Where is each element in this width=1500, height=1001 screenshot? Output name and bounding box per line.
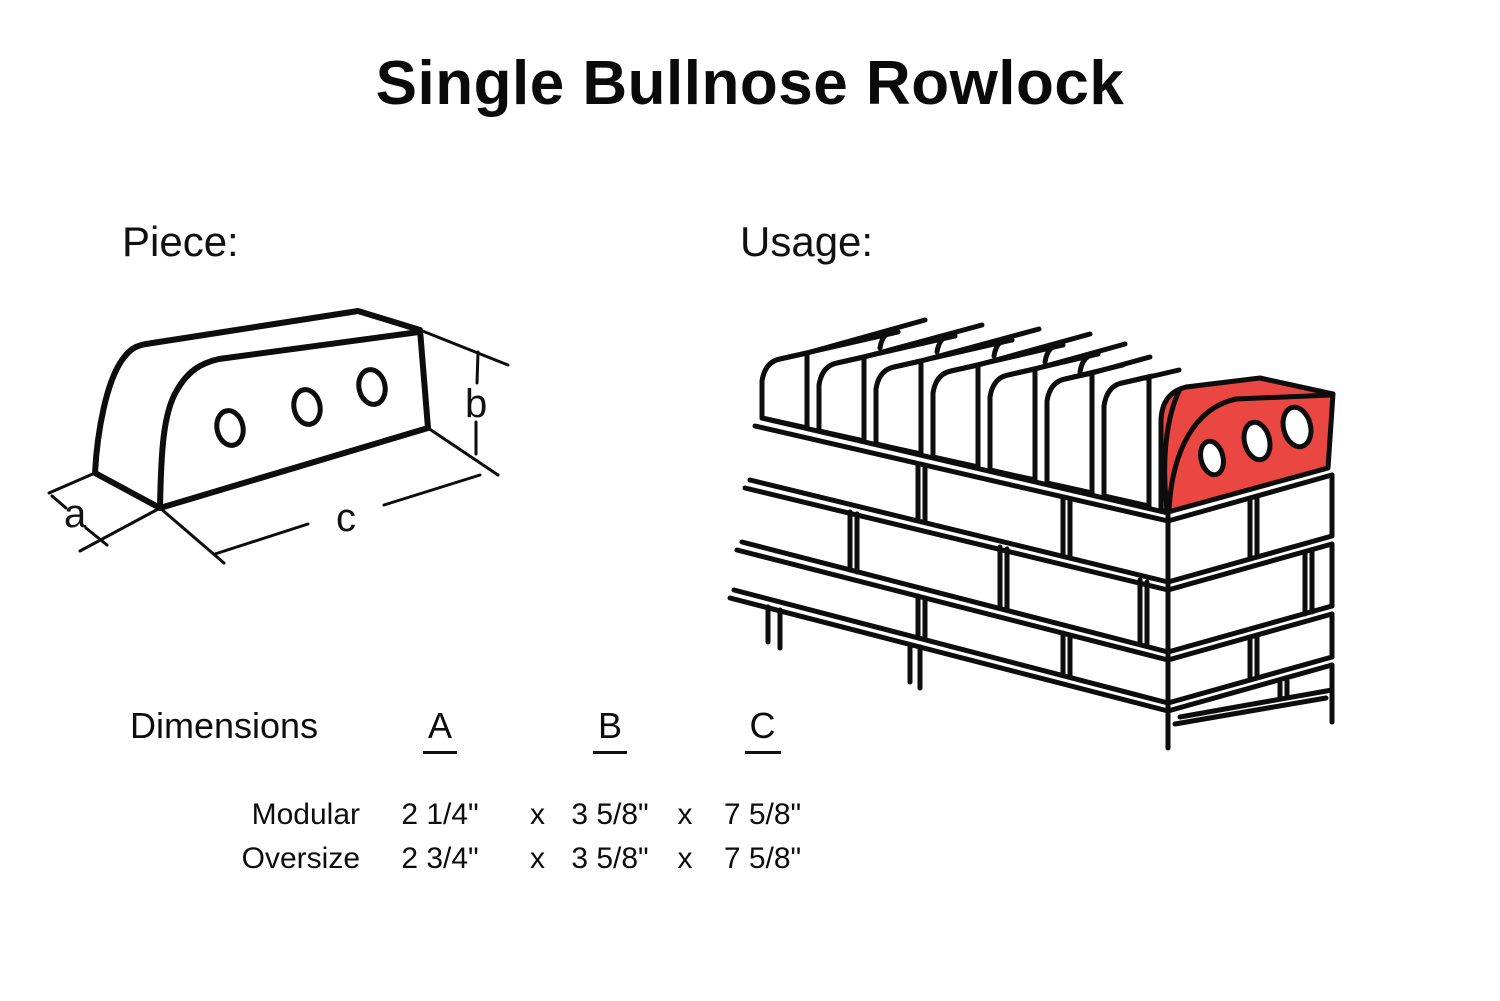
page-title: Single Bullnose Rowlock [375, 49, 1125, 118]
row-label-oversize: Oversize [241, 842, 360, 875]
separator-x: x [530, 842, 545, 875]
piece-section-heading: Piece: [122, 218, 239, 265]
oversize-dim-b: 3 5/8" [571, 842, 649, 875]
modular-dim-a: 2 1/4" [401, 798, 479, 831]
usage-section-heading: Usage: [740, 218, 874, 265]
dimensions-table-rows: Modular 2 1/4" x 3 5/8" x 7 5/8" Oversiz… [130, 796, 850, 878]
dimensions-table-header: Dimensions A B C [130, 705, 850, 754]
column-header-a: A [360, 705, 520, 754]
column-header-c: C [705, 705, 820, 754]
dim-label-b: b [465, 382, 487, 426]
dimension-c-lines [158, 426, 500, 565]
brick-outline [92, 308, 431, 511]
dimensions-heading: Dimensions [130, 705, 319, 746]
bullnose-edge-curve [157, 329, 422, 511]
dimension-b-lines [418, 328, 510, 456]
piece-diagram: a b c [47, 308, 510, 565]
red-brick-front-crease [1162, 386, 1183, 513]
red-brick-top-edge [1233, 392, 1334, 402]
oversize-dim-a: 2 3/4" [401, 842, 479, 875]
wall-right-face [1165, 472, 1335, 727]
modular-dim-c: 7 5/8" [723, 798, 802, 831]
separator-x: x [677, 842, 693, 875]
rowlock-course [759, 317, 1182, 509]
row-label-modular: Modular [251, 798, 360, 831]
highlighted-bullnose-rowlock-brick [1158, 375, 1336, 515]
oversize-dim-c: 7 5/8" [723, 842, 802, 875]
dimension-a-lines [47, 471, 162, 553]
column-header-b: B [555, 705, 665, 754]
usage-diagram [727, 317, 1336, 751]
dim-label-a: a [64, 492, 87, 536]
red-brick-bullnose-curve [1166, 396, 1239, 513]
separator-x: x [530, 798, 545, 831]
wall-front-face [727, 415, 1171, 751]
separator-x: x [677, 798, 693, 831]
dim-label-c: c [336, 496, 356, 540]
dimensions-table: Dimensions A B C Modular 2 1/4" x 3 5/8"… [130, 705, 850, 878]
brick-core-holes [214, 367, 388, 448]
modular-dim-b: 3 5/8" [571, 798, 649, 831]
red-brick-core-holes [1198, 404, 1314, 478]
bullnose-brick-piece [47, 308, 510, 565]
